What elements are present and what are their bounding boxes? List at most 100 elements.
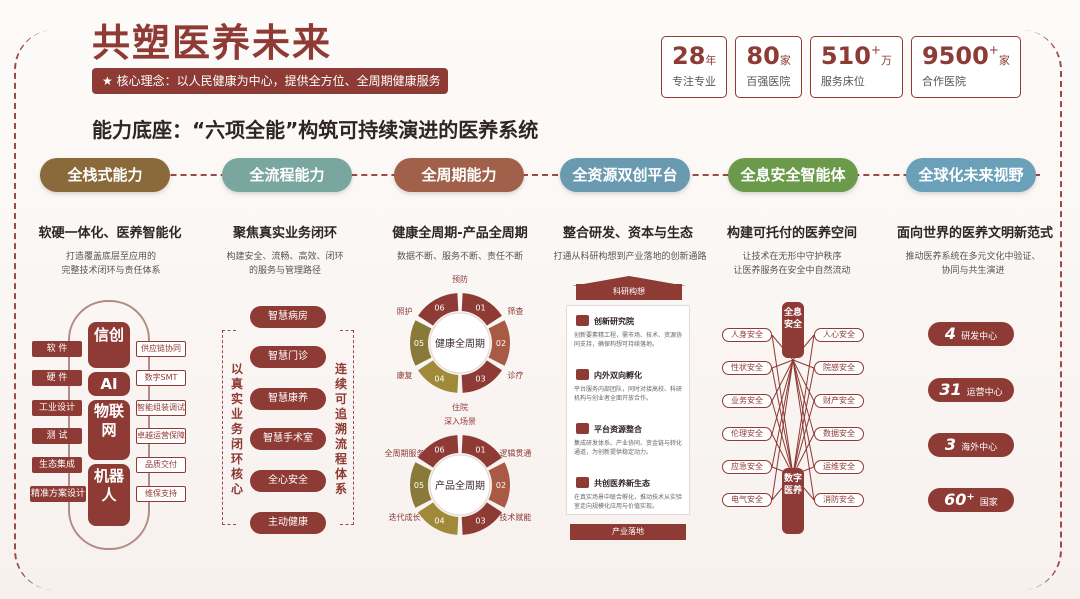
security-link	[771, 359, 794, 501]
column-title: 软硬一体化、医养智能化	[38, 226, 182, 241]
security-right-item: 财产安全	[814, 394, 864, 408]
health-ring-label: 住院	[452, 402, 468, 412]
capability-pill: 全栈式能力	[40, 158, 170, 192]
security-link	[792, 367, 815, 476]
core-concept-banner: ★ 核心理念：以人民健康为中心，提供全方位、全周期健康服务	[92, 68, 448, 94]
health-ring-segment	[488, 320, 510, 366]
health-ring-label: 预防	[452, 275, 468, 284]
health-ring-label: 康复	[397, 370, 413, 380]
column-title: 健康全周期-产品全周期	[392, 226, 528, 241]
column-desc: 让技术在无形中守护秩序让医养服务在安全中自然流动	[733, 252, 851, 276]
capability-row: 全栈式能力 全流程能力 全周期能力 全资源双创平台 全息安全智能体 全球化未来视…	[40, 158, 1040, 192]
research-roof	[572, 276, 686, 286]
product-lifecycle-ring: 01深入场景02逻辑贯通03技术赋能04方案落地05迭代成长06全周期服务产品全…	[385, 417, 532, 545]
product-ring-segment	[488, 462, 510, 508]
security-right-item: 人心安全	[814, 328, 864, 342]
health-ring-center: 健康全周期	[435, 337, 485, 350]
global-badge: 60⁺ 国家	[928, 488, 1014, 512]
scenario-pill: 智慧病房	[250, 306, 326, 328]
health-ring-number: 04	[434, 375, 444, 384]
security-link	[792, 400, 815, 476]
security-link	[771, 367, 794, 476]
tech-core: 机器人	[88, 464, 130, 526]
health-ring-label: 诊疗	[507, 370, 523, 380]
health-ring-segment	[410, 320, 432, 366]
security-left-item: 伦理安全	[722, 427, 772, 441]
product-ring-number: 05	[414, 481, 424, 490]
product-ring-number: 02	[496, 481, 506, 490]
security-link	[792, 334, 815, 476]
product-ring-label: 方案落地	[444, 544, 476, 545]
security-right-item: 数据安全	[814, 427, 864, 441]
health-ring-number: 05	[414, 339, 424, 348]
health-ring-number: 06	[434, 303, 444, 312]
column-title: 聚焦真实业务闭环	[232, 226, 337, 241]
research-item: 共创医养新生态在真实场景中联合孵化，推动技术从实验室走向规模化应用与价值实现。	[574, 477, 683, 510]
security-left-item: 电气安全	[722, 493, 772, 507]
security-left-item: 性状安全	[722, 361, 772, 375]
security-link	[792, 359, 815, 369]
tech-core: 物联网	[88, 400, 130, 460]
tech-right-item: 卓越运营保障	[136, 428, 186, 444]
security-right-item: 消防安全	[814, 493, 864, 507]
health-ring-number: 03	[475, 375, 485, 384]
security-top-node: 全息安全	[782, 302, 804, 358]
column-desc: 数据不断、服务不断、责任不断	[396, 252, 523, 262]
security-link	[771, 359, 794, 435]
dashed-frame	[14, 30, 1062, 590]
scenario-pill: 智慧手术室	[250, 428, 326, 450]
security-left-item: 业务安全	[722, 394, 772, 408]
right-vertical-text: 连续可追溯流程体系	[334, 362, 347, 496]
column-title: 构建可托付的医养空间	[726, 226, 857, 241]
health-ring-label: 筛查	[507, 306, 523, 316]
global-badge: 3 海外中心	[928, 433, 1014, 457]
tech-right-item: 供应链协同	[136, 341, 186, 357]
column-title: 面向世界的医养文明新范式	[896, 226, 1053, 241]
product-ring-segment	[461, 502, 502, 535]
product-ring-number: 01	[475, 445, 485, 454]
tech-left-item: 测 试	[32, 428, 82, 444]
product-ring-number: 06	[434, 445, 444, 454]
health-ring-number: 02	[496, 339, 506, 348]
health-ring-segment	[418, 360, 459, 393]
tech-right-item: 智能组装调试	[136, 400, 186, 416]
tech-left-item: 工业设计	[32, 400, 82, 416]
product-ring-label: 深入场景	[444, 417, 476, 426]
security-link	[771, 400, 794, 476]
security-link	[792, 359, 815, 435]
capability-pill: 全周期能力	[394, 158, 524, 192]
security-left-item: 人身安全	[722, 328, 772, 342]
tech-left-item: 软 件	[32, 341, 82, 357]
column-desc: 推动医养系统在多元文化中验证、协同与共生演进	[905, 252, 1041, 276]
product-ring-label: 迭代成长	[389, 512, 421, 522]
health-ring-label: 照护	[397, 306, 413, 316]
page-title: 共塑医养未来	[92, 21, 333, 65]
security-link	[771, 359, 794, 468]
security-left-item: 应急安全	[722, 460, 772, 474]
column-desc: 构建安全、流畅、高效、闭环的服务与管理路径	[226, 252, 344, 276]
scenario-pill: 全心安全	[250, 470, 326, 492]
product-ring-number: 04	[434, 517, 444, 526]
product-ring-number: 03	[475, 517, 485, 526]
health-ring-segment	[461, 293, 502, 326]
capability-pill: 全球化未来视野	[906, 158, 1036, 192]
research-head: 科研构想	[576, 284, 682, 300]
product-ring-segment	[418, 435, 459, 468]
stat-hospitals: 80家 百强医院	[735, 36, 802, 98]
research-item: 内外双向孵化平台服务内部团队，同时对接高校、科研机构与创业者全面开放合作。	[574, 369, 683, 402]
stat-years: 28年 专注专业	[661, 36, 728, 98]
product-ring-segment	[410, 462, 432, 508]
health-ring-segment	[418, 293, 459, 326]
tech-right-item: 品质交付	[136, 457, 186, 473]
product-ring-segment	[418, 502, 459, 535]
product-ring-hub	[429, 454, 491, 516]
product-ring-label: 技术赋能	[499, 512, 531, 522]
tech-core: 信创	[88, 322, 130, 368]
health-ring-number: 01	[475, 303, 485, 312]
security-link	[771, 359, 794, 402]
security-right-item: 院感安全	[814, 361, 864, 375]
stat-partners: 9500+家 合作医院	[910, 36, 1021, 98]
left-bracket	[222, 330, 236, 525]
capability-pill: 全资源双创平台	[560, 158, 690, 192]
